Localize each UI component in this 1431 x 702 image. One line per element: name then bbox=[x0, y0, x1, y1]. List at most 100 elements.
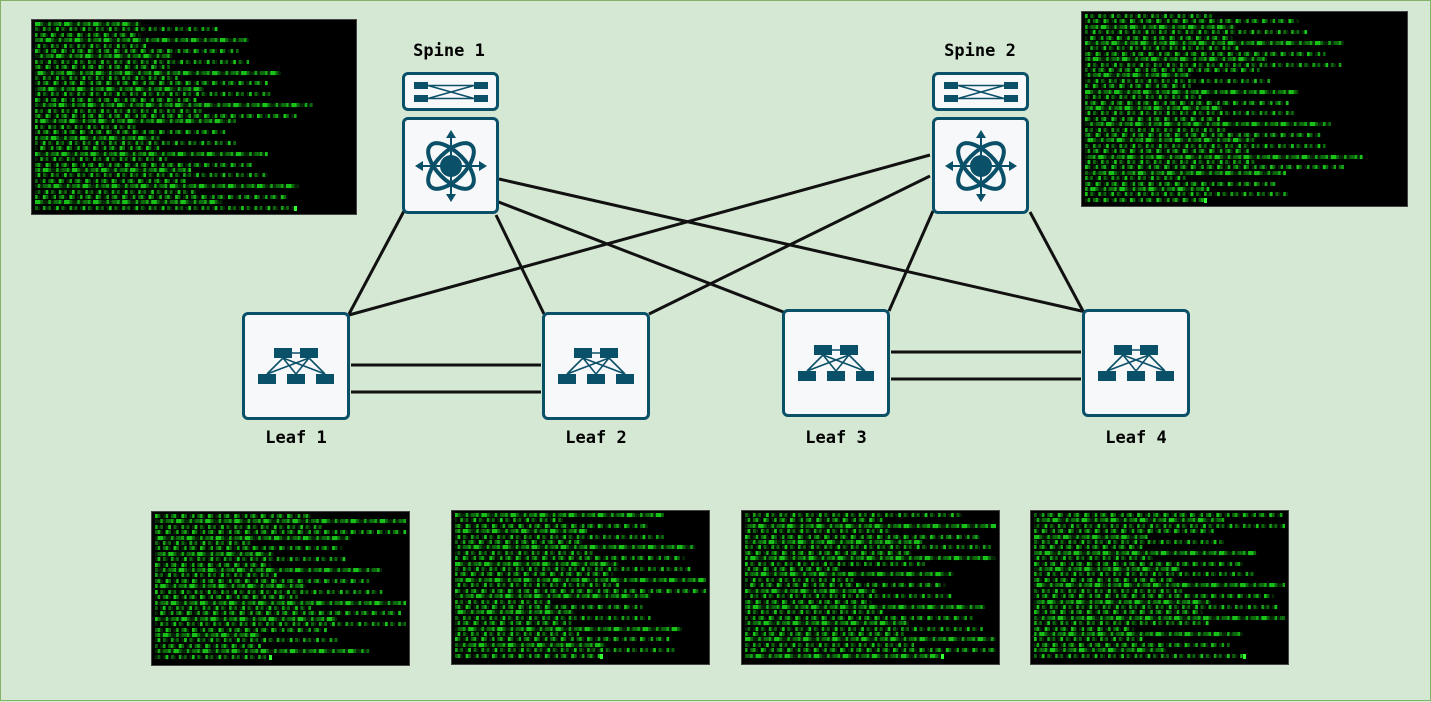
terminal-line: ░▓ ▒▓░ █▒ ░▓ ▒▓░ █▒ ░▓ ▒▓░ █▒ ░▓ ▒▓░ █▒ … bbox=[1085, 149, 1249, 155]
terminal-line: ░▓░▒▒▓░██▒░░▓░▒▒▓░██▒░░▓░▒▒▓░██▒░░▓░▒▒▓░… bbox=[1034, 518, 1225, 524]
cursor bbox=[268, 654, 272, 660]
terminal-line: ░█ ▒░ ▓░▒ ░█ ▒░ ▓░▒ ░█ ▒░ ▓░▒ ░█ ▒░ ▓░▒ … bbox=[745, 610, 883, 616]
terminal-line: ▓░▒ ░█ ▒░ ▓░▒ ░█ ▒░ ▓░▒ ░█ ▒░ ▓░▒ ░█ ▒░ … bbox=[1034, 572, 1254, 578]
terminal-line: ░░▓░▒▒▓░██▒░░▓░▒▒▓░██▒░░▓░▒▒▓░██▒░░▓░▒▒▓… bbox=[35, 54, 173, 60]
terminal-line: ▒ ░▓ ▒▓░ █▒ ░▓ ▒▓░ █▒ ░▓ ▒▓░ █▒ ░▓ ▒▓░ █ bbox=[155, 643, 261, 649]
terminal-line: ▒▒▓░██▒░░▓░▒▒▓░██▒░░▓░▒▒▓░██▒░░▓░▒▒▓░██▒… bbox=[455, 577, 706, 583]
terminal-line: ░██▒░░▓░▒▒▓░██▒░░▓░▒▒▓░██▒░░▓░▒▒▓░██▒░░▓… bbox=[35, 70, 281, 76]
terminal-line: ▒▓░ █▒ ░▓ ▒▓░ █▒ ░▓ ▒▓░ █▒ ░▓ ▒▓░ █▒ ░▓ … bbox=[155, 627, 327, 633]
terminal-line: ░▓░▒▒▓░██▒░░▓░▒▒▓░██▒░░▓░▒▒▓░██▒░░▓░▒▒▓░… bbox=[745, 621, 909, 627]
leaf-4-device[interactable] bbox=[1082, 309, 1190, 417]
terminal-line: ▓░▒▒▓░██▒░░▓░▒▒▓░██▒░░▓░▒▒▓░██▒░░▓░▒▒▓░█… bbox=[35, 135, 160, 141]
terminal-line: ▒ ░▓ ▒▓░ █▒ ░▓ ▒▓░ █▒ ░▓ ▒▓░ █▒ ░▓ ▒▓░ █… bbox=[455, 540, 582, 546]
terminal-line: ▒▓░ █▒ ░▓ ▒▓░ █▒ ░▓ ▒▓░ █▒ ░▓ ▒▓░ █▒ ░▓ … bbox=[35, 65, 170, 71]
terminal-line: ▓░▒ ░█ ▒░ ▓░▒ ░█ ▒░ ▓░▒ ░█ ▒░ ▓░▒ ░█ ▒░ … bbox=[745, 545, 991, 551]
terminal-line: ▓░▒ ░█ ▒░ ▓░▒ ░█ ▒░ ▓░▒ ░█ ▒░ ▓░▒ ░█ ▒░ … bbox=[35, 108, 202, 114]
terminal-line: ▒▓░██▒░░▓░▒▒▓░██▒░░▓░▒▒▓░██▒░░▓░▒▒▓░██▒░… bbox=[35, 167, 191, 173]
terminal-line: ▒ ░█ ▒░ ▓░▒ ░█ ▒░ ▓░▒ ░█ ▒░ ▓░▒ ░█ ▒░ ▓░… bbox=[745, 577, 854, 583]
cursor bbox=[600, 653, 604, 659]
terminal-line: ░██▒░░▓░▒▒▓░██▒░░▓░▒▒▓░██▒░░▓░▒▒▓░██▒░░▓… bbox=[155, 535, 351, 541]
terminal-line: ▓░▒ ░█ ▒░ ▓░▒ ░█ ▒░ ▓░▒ ░█ ▒░ ▓░▒ ░█ ▒░ … bbox=[1085, 127, 1226, 133]
terminal-window-leaf-3[interactable]: ▒░ ▓░▒ ░█ ▒░ ▓░▒ ░█ ▒░ ▓░▒ ░█ ▒░ ▓░▒ ░█ … bbox=[741, 510, 1000, 665]
terminal-line: ▒ ░▓ ▒▓░ █▒ ░▓ ▒▓░ █▒ ░▓ ▒▓░ █▒ ░▓ ▒▓░ █… bbox=[1034, 513, 1283, 518]
terminal-line: ░▒ ░█ ▒░ ▓░▒ ░█ ▒░ ▓░▒ ░█ ▒░ ▓░▒ ░█ ▒░ ▓… bbox=[745, 626, 983, 632]
terminal-line: ▒░ ▓░▒ ░█ ▒░ ▓░▒ ░█ ▒░ ▓░▒ ░█ ▒░ ▓░▒ ░█ … bbox=[1034, 540, 1225, 546]
terminal-line: ░▒▒▓░██▒░░▓░▒▒▓░██▒░░▓░▒▒▓░██▒░░▓░▒▒▓░██… bbox=[1085, 154, 1363, 160]
terminal-line: ░█ ▒░ ▓░▒ ░█ ▒░ ▓░▒ ░█ ▒░ ▓░▒ ░█ ▒░ ▓░▒ … bbox=[455, 534, 664, 540]
terminal-line: ▓░▒▒▓░██▒░░▓░▒▒▓░██▒░░▓░▒▒▓░██▒░░▓░▒▒▓░█… bbox=[1085, 24, 1236, 30]
link-spine1-leaf1 bbox=[347, 210, 406, 315]
terminal-line: ░██▒░░▓░▒▒▓░██▒░░▓░▒▒▓░██▒░░▓░▒▒▓░██▒░░▓… bbox=[1034, 583, 1285, 589]
terminal-line: █▒░░▓░▒▒▓░██▒░░▓░▒▒▓░██▒░░▓░▒▒▓░██▒░░▓░▒… bbox=[745, 588, 878, 594]
terminal-line: ▓░ █▒ ░▓ ▒▓░ █▒ ░▓ ▒▓░ █▒ ░▓ ▒▓░ █▒ ░▓ ▒… bbox=[455, 556, 685, 562]
terminal-line: ▓░ █▒ ░▓ ▒▓░ █▒ ░▓ ▒▓░ █▒ ░▓ ▒▓░ █▒ ░▓ ▒ bbox=[1085, 84, 1191, 90]
spine-1-device[interactable] bbox=[402, 117, 499, 214]
leaf-1-label: Leaf 1 bbox=[265, 428, 327, 448]
terminal-line: ░█ ▒░ ▓░▒ ░█ ▒░ ▓░▒ ░█ ▒░ ▓░▒ ░█ ▒░ ▓░▒ … bbox=[455, 631, 580, 637]
terminal-line: ▒░ ▓░▒ ░█ ▒░ ▓░▒ ░█ ▒░ ▓░▒ ░█ ▒░ ▓░▒ ░█ … bbox=[1085, 143, 1326, 149]
terminal-line: ░█ ▒░ ▓░▒ ░█ ▒░ ▓░▒ ░█ ▒░ ▓░▒ ░█ ▒░ ▓░▒ … bbox=[1034, 604, 1278, 610]
terminal-line: █▒ ░▓ ▒▓░ █▒ ░▓ ▒▓░ █▒ ░▓ ▒▓░ █▒ ░▓ ▒▓░ … bbox=[1085, 116, 1220, 122]
terminal-window-leaf-4[interactable]: ▒ ░▓ ▒▓░ █▒ ░▓ ▒▓░ █▒ ░▓ ▒▓░ █▒ ░▓ ▒▓░ █… bbox=[1030, 510, 1289, 665]
spine-2-device[interactable] bbox=[932, 117, 1029, 214]
terminal-line: ░▒ ░█ ▒░ ▓░▒ ░█ ▒░ ▓░▒ ░█ ▒░ ▓░▒ ░█ ▒░ ▓… bbox=[455, 550, 593, 556]
terminal-line: ▓░██▒░░▓░▒▒▓░██▒░░▓░▒▒▓░██▒░░▓░▒▒▓░██▒░░… bbox=[155, 584, 306, 590]
terminal-line: ▓░▒ ░█ ▒░ ▓░▒ ░█ ▒░ ▓░▒ ░█ ▒░ ▓░▒ ░█ ▒░ … bbox=[1034, 621, 1209, 627]
cursor bbox=[940, 653, 944, 659]
spine-2-label: Spine 2 bbox=[944, 41, 1016, 61]
terminal-line: ██▒░░▓░▒▒▓░██▒░░▓░▒▒▓░██▒░░▓░▒▒▓░██▒░░▓░ bbox=[35, 22, 141, 27]
terminal-line: ░▓░▒▒▓░██▒░░▓░▒▒▓░██▒░░▓░▒▒▓░██▒░░▓░▒▒▓░… bbox=[455, 545, 696, 551]
link-spine1-leaf3 bbox=[495, 199, 787, 315]
terminal-window-spine-2[interactable]: █ ▒░ ▓░▒ ░█ ▒░ ▓░▒ ░█ ▒░ ▓░▒ ░█ ▒░ ▓░▒ ░… bbox=[1081, 11, 1408, 207]
terminal-line: ▒▓░██▒░░▓░▒▒▓░██▒░░▓░▒▒▓░██▒░░▓░▒▒▓░██▒░… bbox=[745, 604, 986, 610]
terminal-line: ░▒ ░█ ▒░ ▓░▒ ░█ ▒░ ▓░▒ ░█ ▒░ ▓░▒ ░█ ▒░ ▓… bbox=[1085, 78, 1271, 84]
leaf-1-device[interactable] bbox=[242, 312, 350, 420]
terminal-line: ░██▒░░▓░▒▒▓░██▒░░▓░▒▒▓░██▒░░▓░▒▒▓░██▒░░▓… bbox=[1085, 138, 1255, 144]
terminal-line: ▒░ ▓░▒ ░█ ▒░ ▓░▒ ░█ ▒░ ▓░▒ ░█ ▒░ ▓░▒ ░█ … bbox=[455, 567, 691, 573]
link-spine1-leaf2 bbox=[494, 214, 546, 315]
terminal-line: █ ▒░ ▓░▒ ░█ ▒░ ▓░▒ ░█ ▒░ ▓░▒ ░█ ▒░ ▓░▒ ░… bbox=[155, 589, 383, 595]
terminal-line: █▒ ░▓ ▒▓░ █▒ ░▓ ▒▓░ █▒ ░▓ ▒▓░ █▒ ░▓ ▒▓░ … bbox=[155, 562, 272, 568]
terminal-line: ░▓░▒▒▓░██▒░░▓░▒▒▓░██▒░░▓░▒▒▓░██▒░░▓░▒▒▓░… bbox=[35, 184, 300, 190]
terminal-line: ░▓ ▒▓░ █▒ ░▓ ▒▓░ █▒ ░▓ ▒▓░ █▒ ░▓ ▒▓░ █▒ … bbox=[1034, 642, 1230, 648]
terminal-line: █ ▒░ ▓░▒ ░█ ▒░ ▓░▒ ░█ ▒░ ▓░▒ ░█ ▒░ ▓░▒ ░… bbox=[1085, 192, 1289, 198]
fabric-switch-icon bbox=[558, 348, 634, 384]
terminal-line: ▒▒▓░██▒░░▓░▒▒▓░██▒░░▓░▒▒▓░██▒░░▓░▒▒▓░██▒… bbox=[745, 654, 996, 659]
terminal-line: █▒ ░▓ ▒▓░ █▒ ░▓ ▒▓░ █▒ ░▓ ▒▓░ █▒ ░▓ ▒▓░ … bbox=[745, 534, 981, 540]
terminal-window-spine-1[interactable]: ██▒░░▓░▒▒▓░██▒░░▓░▒▒▓░██▒░░▓░▒▒▓░██▒░░▓░… bbox=[31, 19, 357, 215]
terminal-line: ██▒░░▓░▒▒▓░██▒░░▓░▒▒▓░██▒░░▓░▒▒▓░██▒░░▓░… bbox=[745, 637, 996, 643]
terminal-line: ░█ ▒░ ▓░▒ ░█ ▒░ ▓░▒ ░█ ▒░ ▓░▒ ░█ ▒░ ▓░▒ … bbox=[35, 173, 268, 179]
terminal-line: ▒ ░▓ ▒▓░ █▒ ░▓ ▒▓░ █▒ ░▓ ▒▓░ █▒ ░▓ ▒▓░ █… bbox=[1085, 68, 1260, 74]
spine-2-supervisor[interactable] bbox=[932, 72, 1029, 111]
terminal-line: ░▓ ▒▓░ █▒ ░▓ ▒▓░ █▒ ░▓ ▒▓░ █▒ ░▓ ▒▓░ █▒ … bbox=[455, 621, 572, 627]
terminal-line: ▓░██▒░░▓░▒▒▓░██▒░░▓░▒▒▓░██▒░░▓░▒▒▓░██▒░░… bbox=[745, 556, 996, 562]
terminal-line: ▒▓░██▒░░▓░▒▒▓░██▒░░▓░▒▒▓░██▒░░▓░▒▒▓░██▒░… bbox=[455, 529, 588, 535]
terminal-line: ▒▓░ █▒ ░▓ ▒▓░ █▒ ░▓ ▒▓░ █▒ ░▓ ▒▓░ █▒ ░▓ … bbox=[35, 113, 297, 119]
terminal-line: ▒░░▓░▒▒▓░██▒░░▓░▒▒▓░██▒░░▓░▒▒▓░██▒░░▓░▒▒… bbox=[455, 642, 606, 648]
terminal-line: ░▒ ░█ ▒░ ▓░▒ ░█ ▒░ ▓░▒ ░█ ▒░ ▓░▒ ░█ ▒░ ▓… bbox=[155, 655, 406, 660]
terminal-line: █▒░░▓░▒▒▓░██▒░░▓░▒▒▓░██▒░░▓░▒▒▓░██▒░░▓░▒… bbox=[455, 513, 664, 518]
terminal-line: ▓░▒▒▓░██▒░░▓░▒▒▓░██▒░░▓░▒▒▓░██▒░░▓░▒▒▓░█… bbox=[1034, 648, 1167, 654]
terminal-line: ░ █▒ ░▓ ▒▓░ █▒ ░▓ ▒▓░ █▒ ░▓ ▒▓░ █▒ ░▓ ▒▓… bbox=[745, 583, 946, 589]
terminal-line: ░▓░▒▒▓░██▒░░▓░▒▒▓░██▒░░▓░▒▒▓░██▒░░▓░▒▒▓░ bbox=[1085, 73, 1191, 79]
terminal-line: ░█ ▒░ ▓░▒ ░█ ▒░ ▓░▒ ░█ ▒░ ▓░▒ ░█ ▒░ ▓░▒ … bbox=[1085, 159, 1255, 165]
terminal-line: ▒▓░ █▒ ░▓ ▒▓░ █▒ ░▓ ▒▓░ █▒ ░▓ ▒▓░ █▒ ░▓ … bbox=[35, 162, 252, 168]
leaf-3-device[interactable] bbox=[782, 309, 890, 417]
terminal-line: ▓ ▒▓░ █▒ ░▓ ▒▓░ █▒ ░▓ ▒▓░ █▒ ░▓ ▒▓░ █▒ ░… bbox=[1085, 100, 1289, 106]
terminal-line: ▒▓░ █▒ ░▓ ▒▓░ █▒ ░▓ ▒▓░ █▒ ░▓ ▒▓░ █▒ ░▓ … bbox=[745, 550, 912, 556]
terminal-line: ▒▓░ █▒ ░▓ ▒▓░ █▒ ░▓ ▒▓░ █▒ ░▓ ▒▓░ █▒ ░▓ … bbox=[155, 530, 406, 536]
terminal-line: ▒▓░ █▒ ░▓ ▒▓░ █▒ ░▓ ▒▓░ █▒ ░▓ ▒▓░ █▒ ░ bbox=[1034, 626, 1135, 632]
terminal-line: ▓░ █▒ ░▓ ▒▓░ █▒ ░▓ ▒▓░ █▒ ░▓ ▒▓░ █▒ ░▓ ▒… bbox=[745, 631, 904, 637]
terminal-line: ██▒░░▓░▒▒▓░██▒░░▓░▒▒▓░██▒░░▓░▒▒▓░██▒░░▓░… bbox=[455, 561, 619, 567]
leaf-2-device[interactable] bbox=[542, 312, 650, 420]
terminal-line: ▓░▒ ░█ ▒░ ▓░▒ ░█ ▒░ ▓░▒ ░█ ▒░ ▓░▒ ░█ ▒ bbox=[1085, 176, 1186, 182]
core-switch-icon bbox=[944, 129, 1017, 202]
terminal-line: █ ▒░ ▓░▒ ░█ ▒░ ▓░▒ ░█ ▒░ ▓░▒ ░█ ▒░ ▓░▒ bbox=[35, 124, 136, 130]
terminal-line: █▒ ░▓ ▒▓░ █▒ ░▓ ▒▓░ █▒ ░▓ ▒▓░ █▒ ░▓ ▒▓░ … bbox=[455, 637, 670, 643]
terminal-window-leaf-2[interactable]: █▒░░▓░▒▒▓░██▒░░▓░▒▒▓░██▒░░▓░▒▒▓░██▒░░▓░▒… bbox=[451, 510, 710, 665]
terminal-line: ▒░ ▓░▒ ░█ ▒░ ▓░▒ ░█ ▒░ ▓░▒ ░█ ▒░ ▓░▒ ░█ … bbox=[1034, 588, 1183, 594]
terminal-window-leaf-1[interactable]: █▒ ░▓ ▒▓░ █▒ ░▓ ▒▓░ █▒ ░▓ ▒▓░ █▒ ░▓ ▒▓░ … bbox=[151, 511, 410, 666]
fabric-switch-icon bbox=[258, 348, 334, 384]
spine-1-supervisor[interactable] bbox=[402, 72, 499, 111]
